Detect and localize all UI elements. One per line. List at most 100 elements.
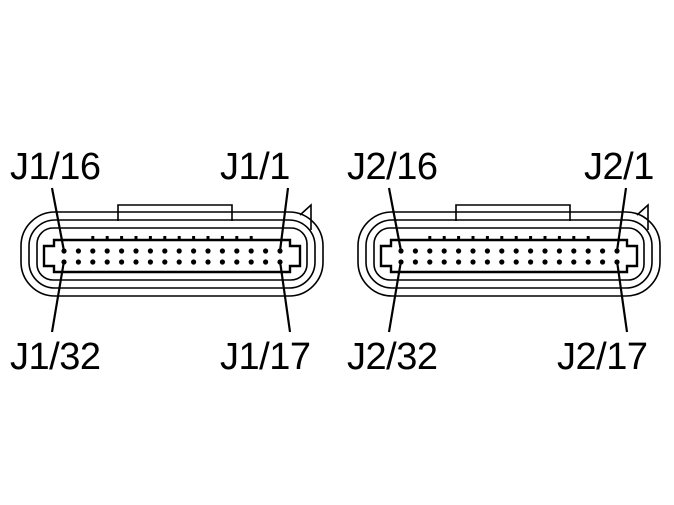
- j1-pin-dot: [75, 259, 81, 265]
- j2-pin-dot: [528, 248, 534, 254]
- j1-housing-post: [91, 236, 95, 240]
- j2-pin-dot: [470, 259, 476, 265]
- j1-housing-post: [206, 236, 210, 240]
- j2-pin-grid: [398, 236, 620, 265]
- j1-latch: [299, 203, 312, 230]
- j2-pin-dot: [499, 248, 505, 254]
- j1-pin-dot: [90, 248, 96, 254]
- j1-17-leader-line: [278, 260, 292, 333]
- j1-pin-dot: [219, 259, 225, 265]
- j1-pin-dot: [147, 259, 153, 265]
- j1-pin-dot: [162, 248, 168, 254]
- j2-pin-dot: [441, 248, 447, 254]
- j2-housing-post: [586, 236, 590, 240]
- j1-pin-dot: [205, 259, 211, 265]
- j1-pin-dot: [234, 259, 240, 265]
- j1-pin-dot: [133, 248, 139, 254]
- j2-latch: [636, 203, 649, 230]
- j2-middle-shell: [365, 219, 653, 289]
- j1-housing-post: [220, 236, 224, 240]
- j1-pin-16-label: J1/16: [10, 146, 101, 188]
- j1-housing-post: [148, 236, 152, 240]
- j2-pin-dot: [585, 248, 591, 254]
- j1-pin-dot: [234, 248, 240, 254]
- j1-housing-post: [235, 236, 239, 240]
- j2-pin-dot: [556, 248, 563, 254]
- j1-pin-dot: [90, 259, 96, 265]
- j1-32-leader-line: [50, 260, 66, 333]
- j1-housing-post: [177, 236, 181, 240]
- j1-housing-post: [249, 236, 253, 240]
- j2-outer-shell: [357, 211, 661, 297]
- j2-pin-dot: [542, 248, 548, 254]
- j2-17-leader-line: [615, 260, 629, 333]
- j1-pin-dot: [104, 259, 110, 265]
- j2-connector: [357, 203, 661, 297]
- j1-pin-dot: [263, 248, 269, 254]
- j1-housing-post: [192, 236, 196, 240]
- j1-housing-post: [163, 236, 167, 240]
- j1-pin-grid: [61, 236, 283, 265]
- j2-pin-dot: [528, 259, 534, 265]
- j2-top-tab: [455, 204, 571, 221]
- j1-pin-dot: [119, 248, 125, 254]
- j1-pin-dot: [162, 259, 168, 265]
- j2-pin-dot: [456, 248, 462, 254]
- j2-pin-1-label: J2/1: [584, 146, 654, 188]
- j2-pin-dot: [412, 248, 418, 254]
- j1-16-leader-line: [50, 187, 66, 252]
- j1-housing-post: [120, 236, 124, 240]
- j1-pin-dot: [191, 259, 197, 265]
- j2-pin-dot: [427, 248, 433, 254]
- j1-inner-shell: [36, 227, 308, 281]
- j2-pin-dot: [585, 259, 591, 265]
- j1-pin-dot: [248, 259, 254, 265]
- j2-pin-dot: [484, 259, 490, 265]
- j1-pin-dot: [191, 248, 197, 254]
- j2-housing-post: [485, 236, 489, 240]
- j2-pin-dot: [441, 259, 447, 265]
- j1-pin-1-label: J1/1: [220, 146, 290, 188]
- j2-pin-dot: [600, 248, 606, 254]
- j2-pin-dot: [470, 248, 476, 254]
- j2-pin-dot: [513, 259, 519, 265]
- j2-pin-32-label: J2/32: [347, 336, 438, 378]
- j1-connector: [20, 203, 324, 297]
- j1-pin-dot: [263, 259, 269, 265]
- j1-pin-dot: [205, 248, 211, 254]
- j2-housing-post: [442, 236, 446, 240]
- j2-housing-post: [529, 236, 533, 240]
- j1-pin-dot: [104, 248, 110, 254]
- j2-pin-dot: [556, 259, 563, 265]
- j2-pin-16-label: J2/16: [347, 146, 438, 188]
- j2-pin-dot: [499, 259, 505, 265]
- j1-pin-dot: [119, 259, 125, 265]
- j1-pin-housing: [42, 238, 302, 274]
- j2-pin-dot: [571, 259, 577, 265]
- j2-housing-post: [543, 236, 547, 240]
- j1-outer-shell: [20, 211, 324, 297]
- j2-pin-dot: [542, 259, 548, 265]
- j2-pin-dot: [571, 248, 577, 254]
- j2-pin-17-label: J2/17: [557, 336, 648, 378]
- j2-inner-shell: [373, 227, 645, 281]
- j2-housing-post: [557, 236, 561, 240]
- j1-middle-shell: [28, 219, 316, 289]
- j1-housing-post: [134, 236, 138, 240]
- j1-pin-dot: [147, 248, 153, 254]
- j2-32-leader-line: [387, 260, 403, 333]
- j1-pin-32-label: J1/32: [10, 336, 101, 378]
- j1-pin-dot: [219, 248, 225, 254]
- j2-pin-dot: [484, 248, 490, 254]
- j2-pin-dot: [412, 259, 418, 265]
- j1-pin-17-label: J1/17: [220, 336, 311, 378]
- j1-housing-post: [105, 236, 109, 240]
- j1-pin-dot: [176, 248, 182, 254]
- j2-housing-post: [428, 236, 432, 240]
- j2-16-leader-line: [387, 187, 403, 252]
- j2-pin-dot: [427, 259, 433, 265]
- j2-pin-dot: [456, 259, 462, 265]
- j2-1-leader-line: [615, 187, 628, 252]
- j2-pin-housing: [379, 238, 639, 274]
